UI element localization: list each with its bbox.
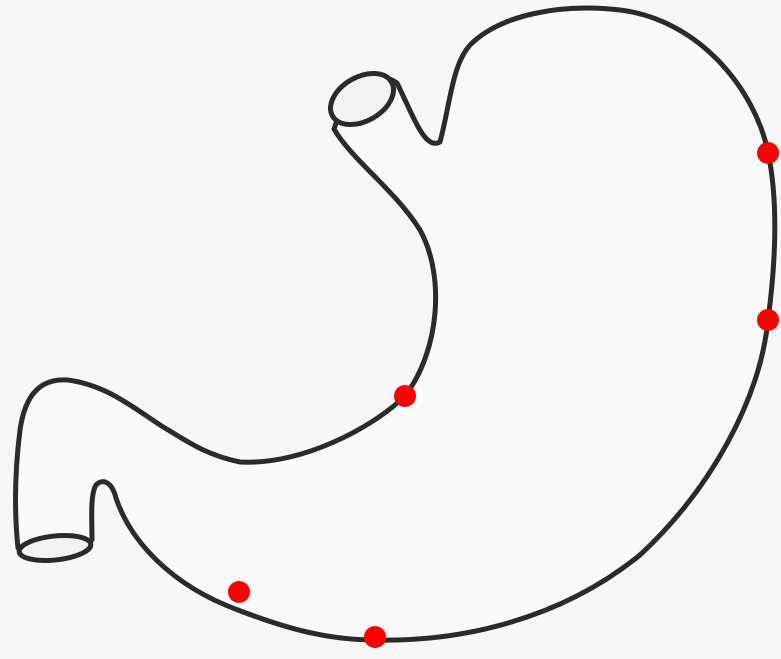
marker-greater-curvature-bottom [364, 626, 386, 648]
marker-pylorus-lower [228, 581, 250, 603]
marker-greater-curvature-upper [757, 142, 779, 164]
marker-greater-curvature-middle [757, 309, 779, 331]
marker-lesser-curvature [394, 385, 416, 407]
